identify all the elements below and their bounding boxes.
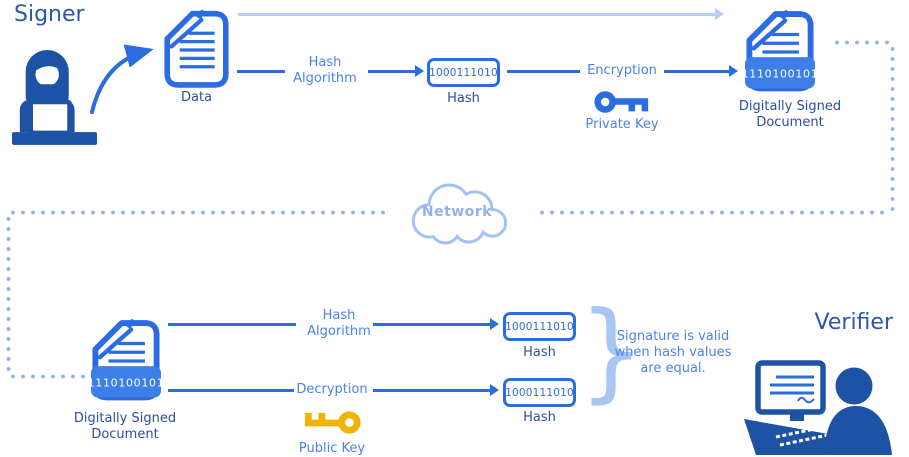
decryption-to-hash-arrow (373, 384, 499, 396)
verifier-title: Verifier (814, 310, 893, 335)
hash-value-box-top: 1000111010 (427, 58, 500, 87)
dotted-path-top-right-h (832, 40, 894, 45)
hash-algorithm-label-top: Hash Algorithm (293, 55, 357, 86)
doc-to-hash-algorithm-line-bottom (168, 323, 296, 326)
public-key-label: Public Key (298, 441, 366, 456)
data-label: Data (180, 90, 213, 105)
verifier-person-icon (744, 360, 892, 455)
network-cloud-icon (411, 183, 508, 245)
encryption-label: Encryption (587, 63, 657, 78)
hash-label-top: Hash (447, 91, 480, 106)
comparison-brace: } (578, 289, 645, 414)
data-to-hash-algorithm-line (237, 70, 285, 73)
dotted-path-mid-right-h (537, 210, 890, 215)
signed-doc-label-bottom: Digitally Signed Document (73, 411, 177, 442)
dotted-path-left-v (6, 214, 11, 376)
signed-badge-text-top: 1110100101 (745, 68, 815, 81)
private-key-label: Private Key (585, 117, 659, 132)
signed-badge-text-bottom: 1110100101 (91, 377, 161, 390)
signer-title: Signer (14, 2, 85, 27)
hash-value-box-bottom-1: 1000111010 (503, 312, 576, 341)
encryption-to-signed-doc-arrow (664, 65, 738, 77)
hash-label-bottom-2: Hash (523, 410, 556, 425)
private-key-icon (594, 91, 649, 113)
signed-document-icon-bottom: 1110100101 (91, 318, 161, 401)
decryption-label: Decryption (296, 382, 368, 397)
doc-to-decryption-line (168, 389, 294, 392)
dotted-path-mid-left-h (8, 210, 385, 215)
data-to-signed-doc-arrow (238, 8, 724, 20)
hash-to-encryption-line (507, 70, 580, 73)
signed-document-icon-top: 1110100101 (745, 9, 815, 92)
validity-note: Signature is valid when hash values are … (614, 329, 732, 376)
hash-algorithm-label-bottom: Hash Algorithm (307, 308, 371, 339)
signer-to-data-curved-arrow (90, 44, 154, 114)
data-document-icon (164, 9, 229, 88)
network-label: Network (421, 204, 493, 220)
signed-doc-label-top: Digitally Signed Document (738, 99, 842, 130)
hash-algorithm-to-hash-arrow (368, 65, 424, 77)
dotted-path-right-v (890, 44, 895, 212)
hash-value-box-bottom-2: 1000111010 (503, 378, 576, 407)
hash-label-bottom-1: Hash (523, 345, 556, 360)
hash-algorithm-to-hash-arrow-bottom (373, 318, 499, 330)
signer-person-icon (12, 49, 98, 145)
dotted-path-bottom-left-h (8, 374, 86, 379)
public-key-icon (304, 411, 361, 434)
